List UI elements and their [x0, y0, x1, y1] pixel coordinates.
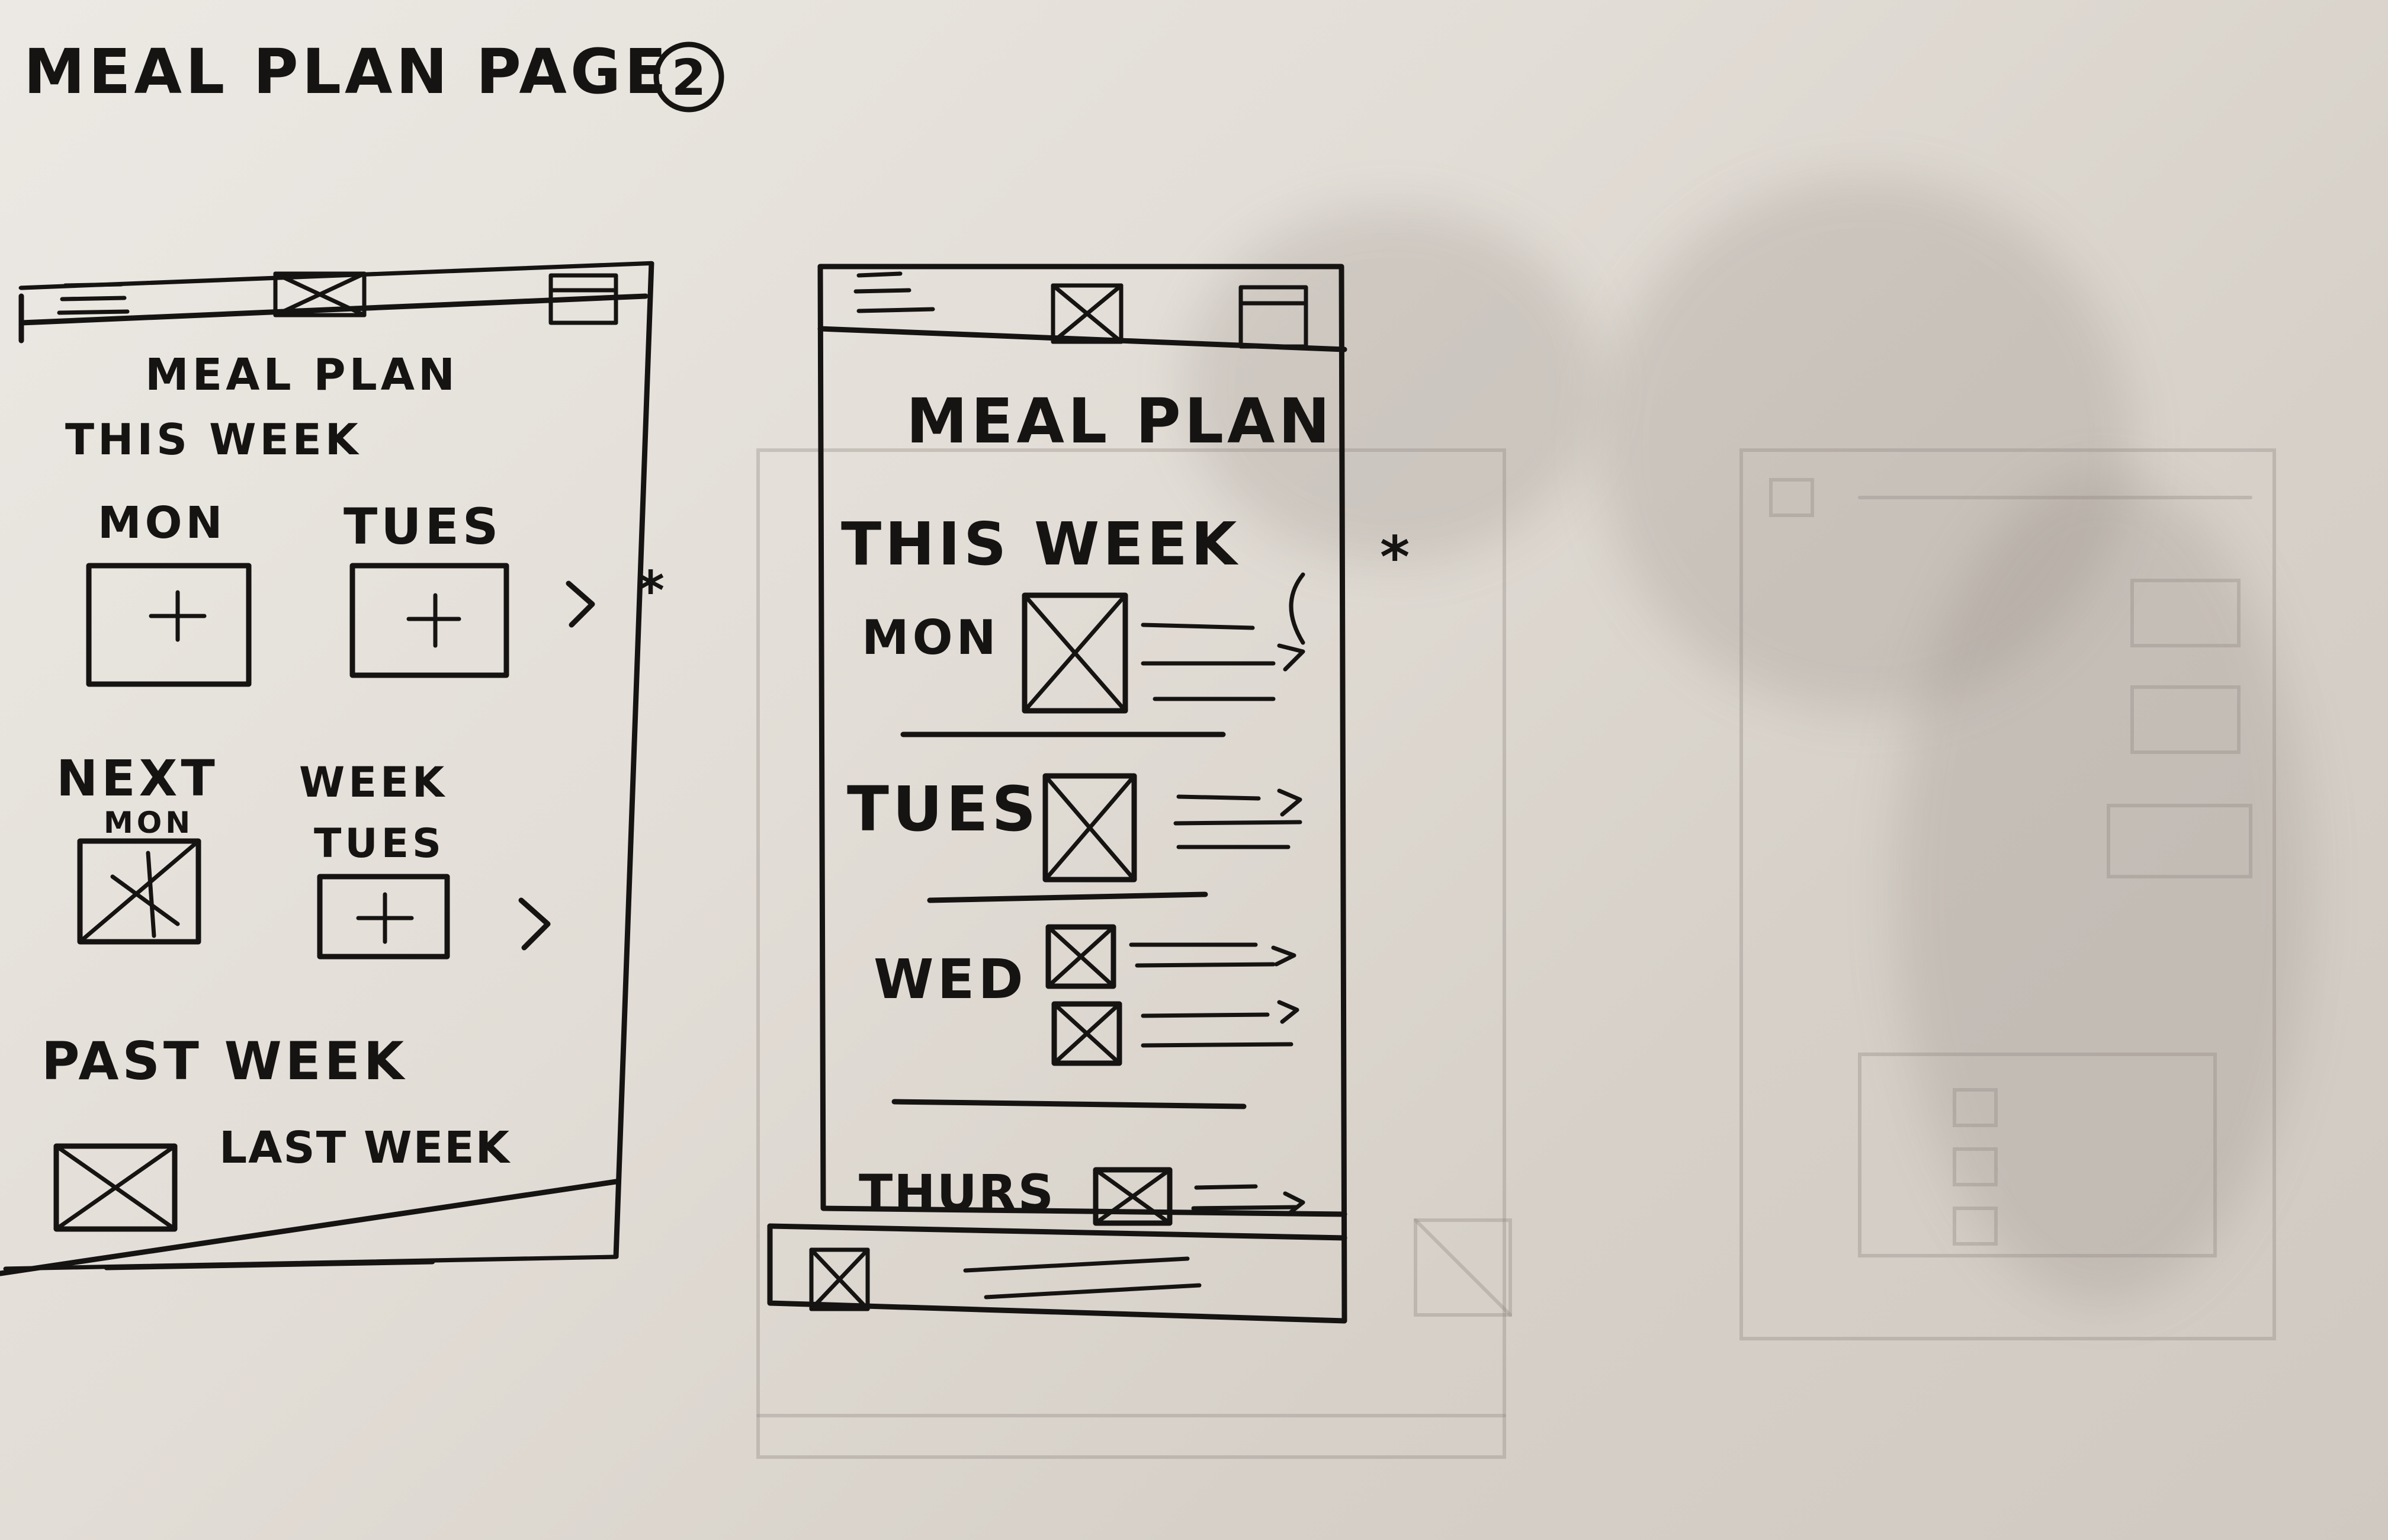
paper-shadow — [1599, 178, 2132, 711]
next-heading: NEXT — [56, 749, 219, 807]
hamburger-icon[interactable] — [853, 271, 935, 313]
bookmark-icon[interactable] — [1238, 285, 1308, 349]
image-placeholder-icon — [273, 271, 367, 317]
footer-bar-line — [0, 1179, 619, 1276]
arrow-right-icon[interactable] — [1271, 945, 1296, 967]
bleed-through-sketch — [756, 448, 1512, 1459]
sketch-b-frame — [767, 264, 1347, 1324]
meal-image-tile[interactable] — [77, 838, 201, 945]
sketch-b-title: MEAL PLAN — [906, 385, 1334, 457]
day-label-wed: WED — [874, 948, 1027, 1011]
meal-image-tile[interactable] — [1022, 592, 1128, 714]
day-label-tues: TUES — [344, 498, 502, 556]
day-label-mon: MON — [98, 498, 226, 548]
page-number: 2 — [672, 49, 706, 107]
meal-image-tile[interactable] — [1042, 773, 1137, 883]
arrow-right-icon[interactable] — [1277, 1000, 1299, 1024]
chevron-right-icon[interactable] — [518, 897, 551, 951]
arrow-right-icon[interactable] — [1277, 788, 1302, 817]
meal-image-tile[interactable] — [1093, 1167, 1173, 1226]
sketch-a-title: MEAL PLAN — [145, 349, 458, 400]
meal-image-tile[interactable] — [1051, 1001, 1122, 1066]
add-meal-tile[interactable] — [349, 563, 509, 678]
image-placeholder-icon — [809, 1247, 870, 1311]
day-divider — [927, 891, 1208, 903]
day-label-thurs: THURS — [859, 1164, 1055, 1222]
page-number-badge: 2 — [653, 41, 724, 113]
bleed-through-sketch — [1739, 448, 2276, 1340]
page-title: MEAL PLAN PAGE — [24, 36, 670, 108]
day-divider — [891, 1099, 1247, 1109]
arrow-right-icon[interactable] — [1283, 1191, 1305, 1217]
sketch-a-frame — [0, 261, 654, 1276]
arrow-right-icon[interactable] — [1277, 643, 1305, 672]
this-week-heading: THIS WEEK — [841, 509, 1241, 579]
add-meal-tile[interactable] — [86, 563, 252, 687]
paper-shadow — [1895, 474, 2310, 1303]
chevron-right-icon[interactable] — [566, 580, 595, 628]
past-week-image-tile[interactable] — [53, 1143, 178, 1232]
day-label-mon: MON — [862, 610, 1000, 665]
annotation-arrow — [1289, 572, 1305, 645]
day-label-mon: MON — [104, 806, 194, 840]
hamburger-icon[interactable] — [57, 282, 130, 315]
past-week-heading: PAST WEEK — [41, 1031, 408, 1092]
annotation-asterisk: * — [637, 560, 669, 622]
this-week-heading: THIS WEEK — [65, 415, 362, 464]
day-label-tues: TUES — [314, 820, 445, 867]
divider-line — [104, 1259, 435, 1270]
day-label-tues: TUES — [847, 773, 1040, 845]
add-meal-tile[interactable] — [317, 874, 450, 960]
last-week-label[interactable]: LAST WEEK — [219, 1122, 511, 1173]
annotation-asterisk: * — [1380, 524, 1414, 591]
bookmark-icon[interactable] — [548, 273, 618, 325]
week-heading: WEEK — [299, 758, 448, 807]
image-placeholder-icon — [1051, 283, 1124, 344]
meal-image-tile[interactable] — [1045, 924, 1116, 989]
